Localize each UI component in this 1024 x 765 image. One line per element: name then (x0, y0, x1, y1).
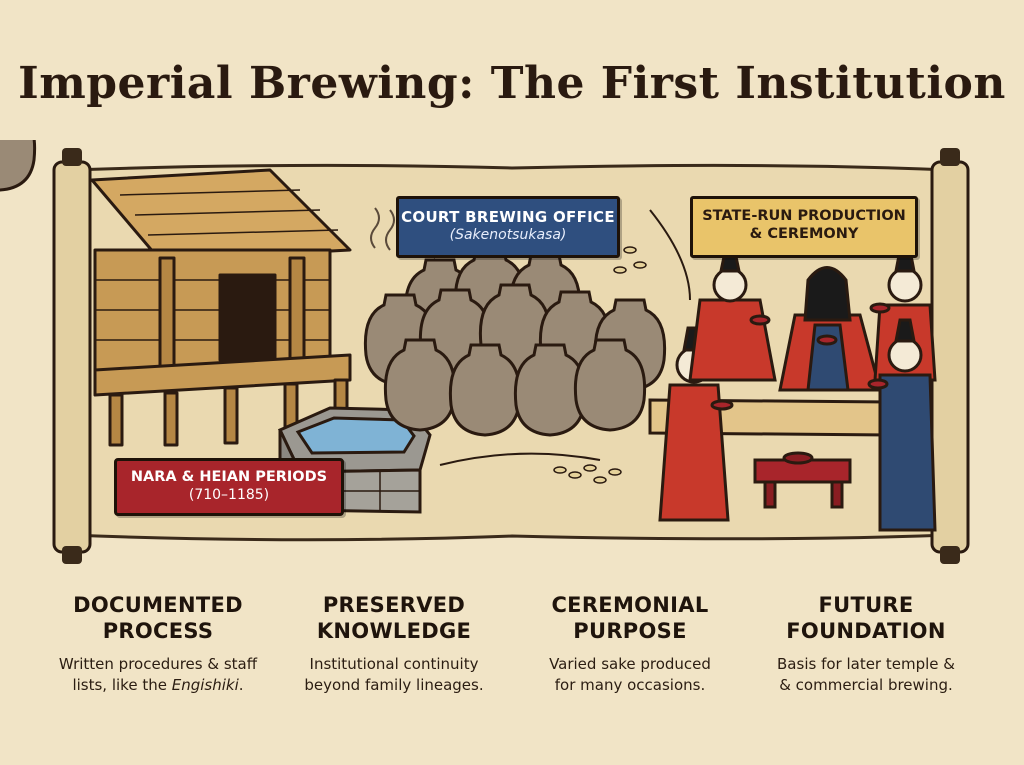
court-office-subtitle: (Sakenotsukasa) (449, 227, 567, 243)
court-office-title: COURT BREWING OFFICE (401, 208, 615, 226)
court-figures-illustration (658, 248, 937, 532)
periods-title: NARA & HEIAN PERIODS (130, 469, 328, 485)
page-title: Imperial Brewing: The First Institution (18, 58, 1006, 109)
nara-heian-periods-label: NARA & HEIAN PERIODS (710–1185) (114, 458, 344, 516)
rice-stalk-illustration (439, 209, 691, 484)
scroll-illustration (0, 140, 970, 564)
scroll-rod-right (930, 148, 970, 564)
storehouse-illustration (90, 168, 352, 447)
court-brewing-office-label: COURT BREWING OFFICE (Sakenotsukasa) (396, 196, 620, 258)
state-run-production-label: STATE-RUN PRODUCTION & CEREMONY (690, 196, 918, 258)
periods-dates: (710–1185) (188, 487, 270, 503)
feature-description: Basis for later temple && commercial bre… (777, 655, 955, 694)
state-run-line1: STATE-RUN PRODUCTION (702, 208, 906, 224)
scroll-rod-left (52, 148, 92, 564)
sake-jars-illustration (0, 140, 667, 437)
state-run-line2: & CEREMONY (749, 226, 859, 242)
